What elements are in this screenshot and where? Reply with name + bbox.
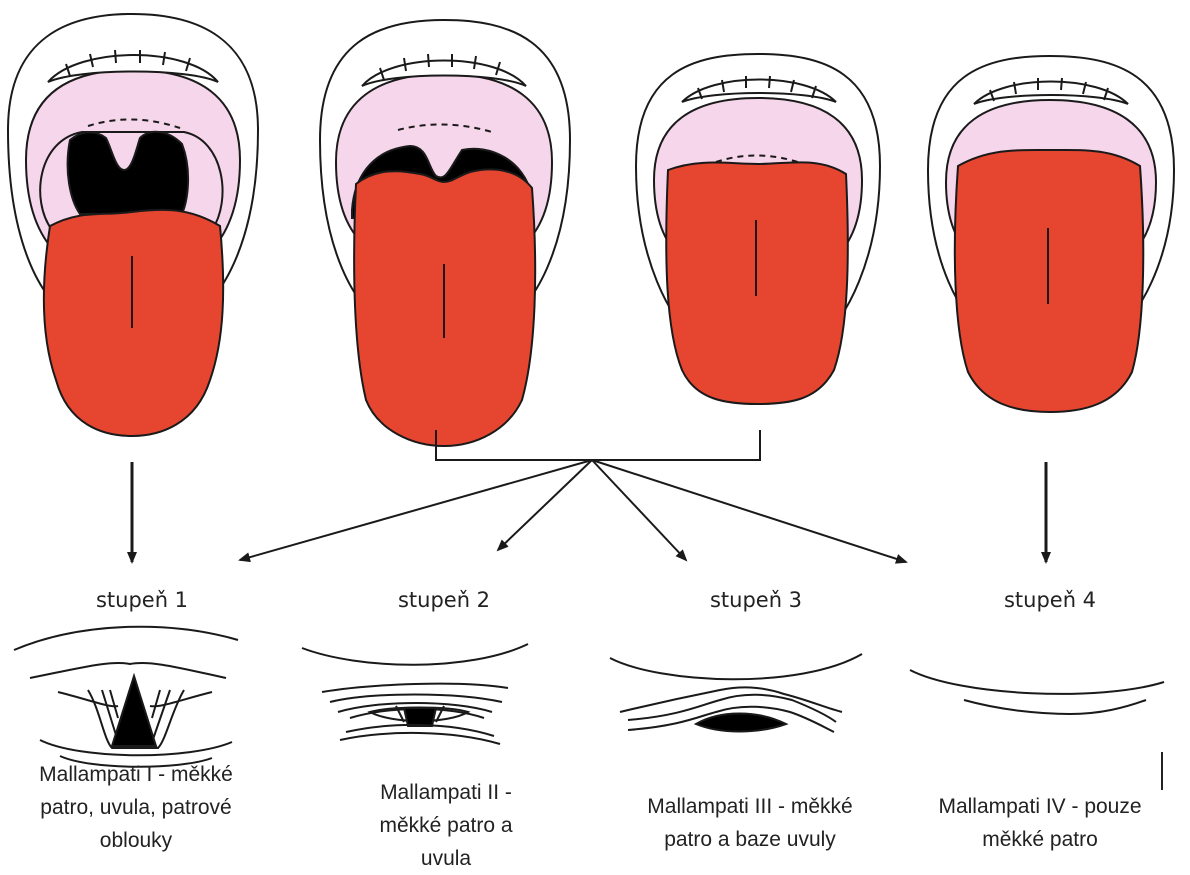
- caption-grade-4: Mallampati IV - pouze měkké patro: [910, 790, 1170, 856]
- caption-line: patro, uvula, patrové: [6, 791, 266, 824]
- grade-label-2: stupeň 2: [334, 588, 554, 612]
- caption-line: měkké patro a: [316, 809, 576, 842]
- connectors: [132, 430, 1046, 562]
- caption-grade-1: Mallampati I - měkké patro, uvula, patro…: [6, 758, 266, 857]
- caption-line: Mallampati I - měkké: [6, 758, 266, 791]
- stray-mark: [1161, 752, 1163, 790]
- larynx-grade-4: [910, 670, 1164, 714]
- grade-label-1: stupeň 1: [32, 588, 252, 612]
- grade-label-4: stupeň 4: [940, 588, 1160, 612]
- caption-line: oblouky: [6, 824, 266, 857]
- larynx-grade-1: [14, 627, 238, 767]
- caption-line: Mallampati II -: [316, 776, 576, 809]
- larynx-grade-3: [610, 654, 862, 732]
- mouth-grade-2: [320, 20, 570, 446]
- grade-label-3: stupeň 3: [646, 588, 866, 612]
- tongue: [955, 150, 1143, 412]
- caption-grade-2: Mallampati II - měkké patro a uvula: [316, 776, 576, 875]
- caption-line: patro a baze uvuly: [620, 823, 880, 856]
- mouth-grade-4: [928, 56, 1174, 412]
- caption-line: uvula: [316, 842, 576, 875]
- caption-line: Mallampati IV - pouze: [910, 790, 1170, 823]
- caption-line: měkké patro: [910, 823, 1170, 856]
- tongue: [44, 210, 223, 436]
- caption-line: Mallampati III - měkké: [620, 790, 880, 823]
- tongue: [666, 162, 848, 404]
- mouth-grade-1: [8, 14, 258, 436]
- caption-grade-3: Mallampati III - měkké patro a baze uvul…: [620, 790, 880, 856]
- larynx-grade-2: [302, 644, 528, 744]
- mouth-grade-3: [636, 54, 880, 404]
